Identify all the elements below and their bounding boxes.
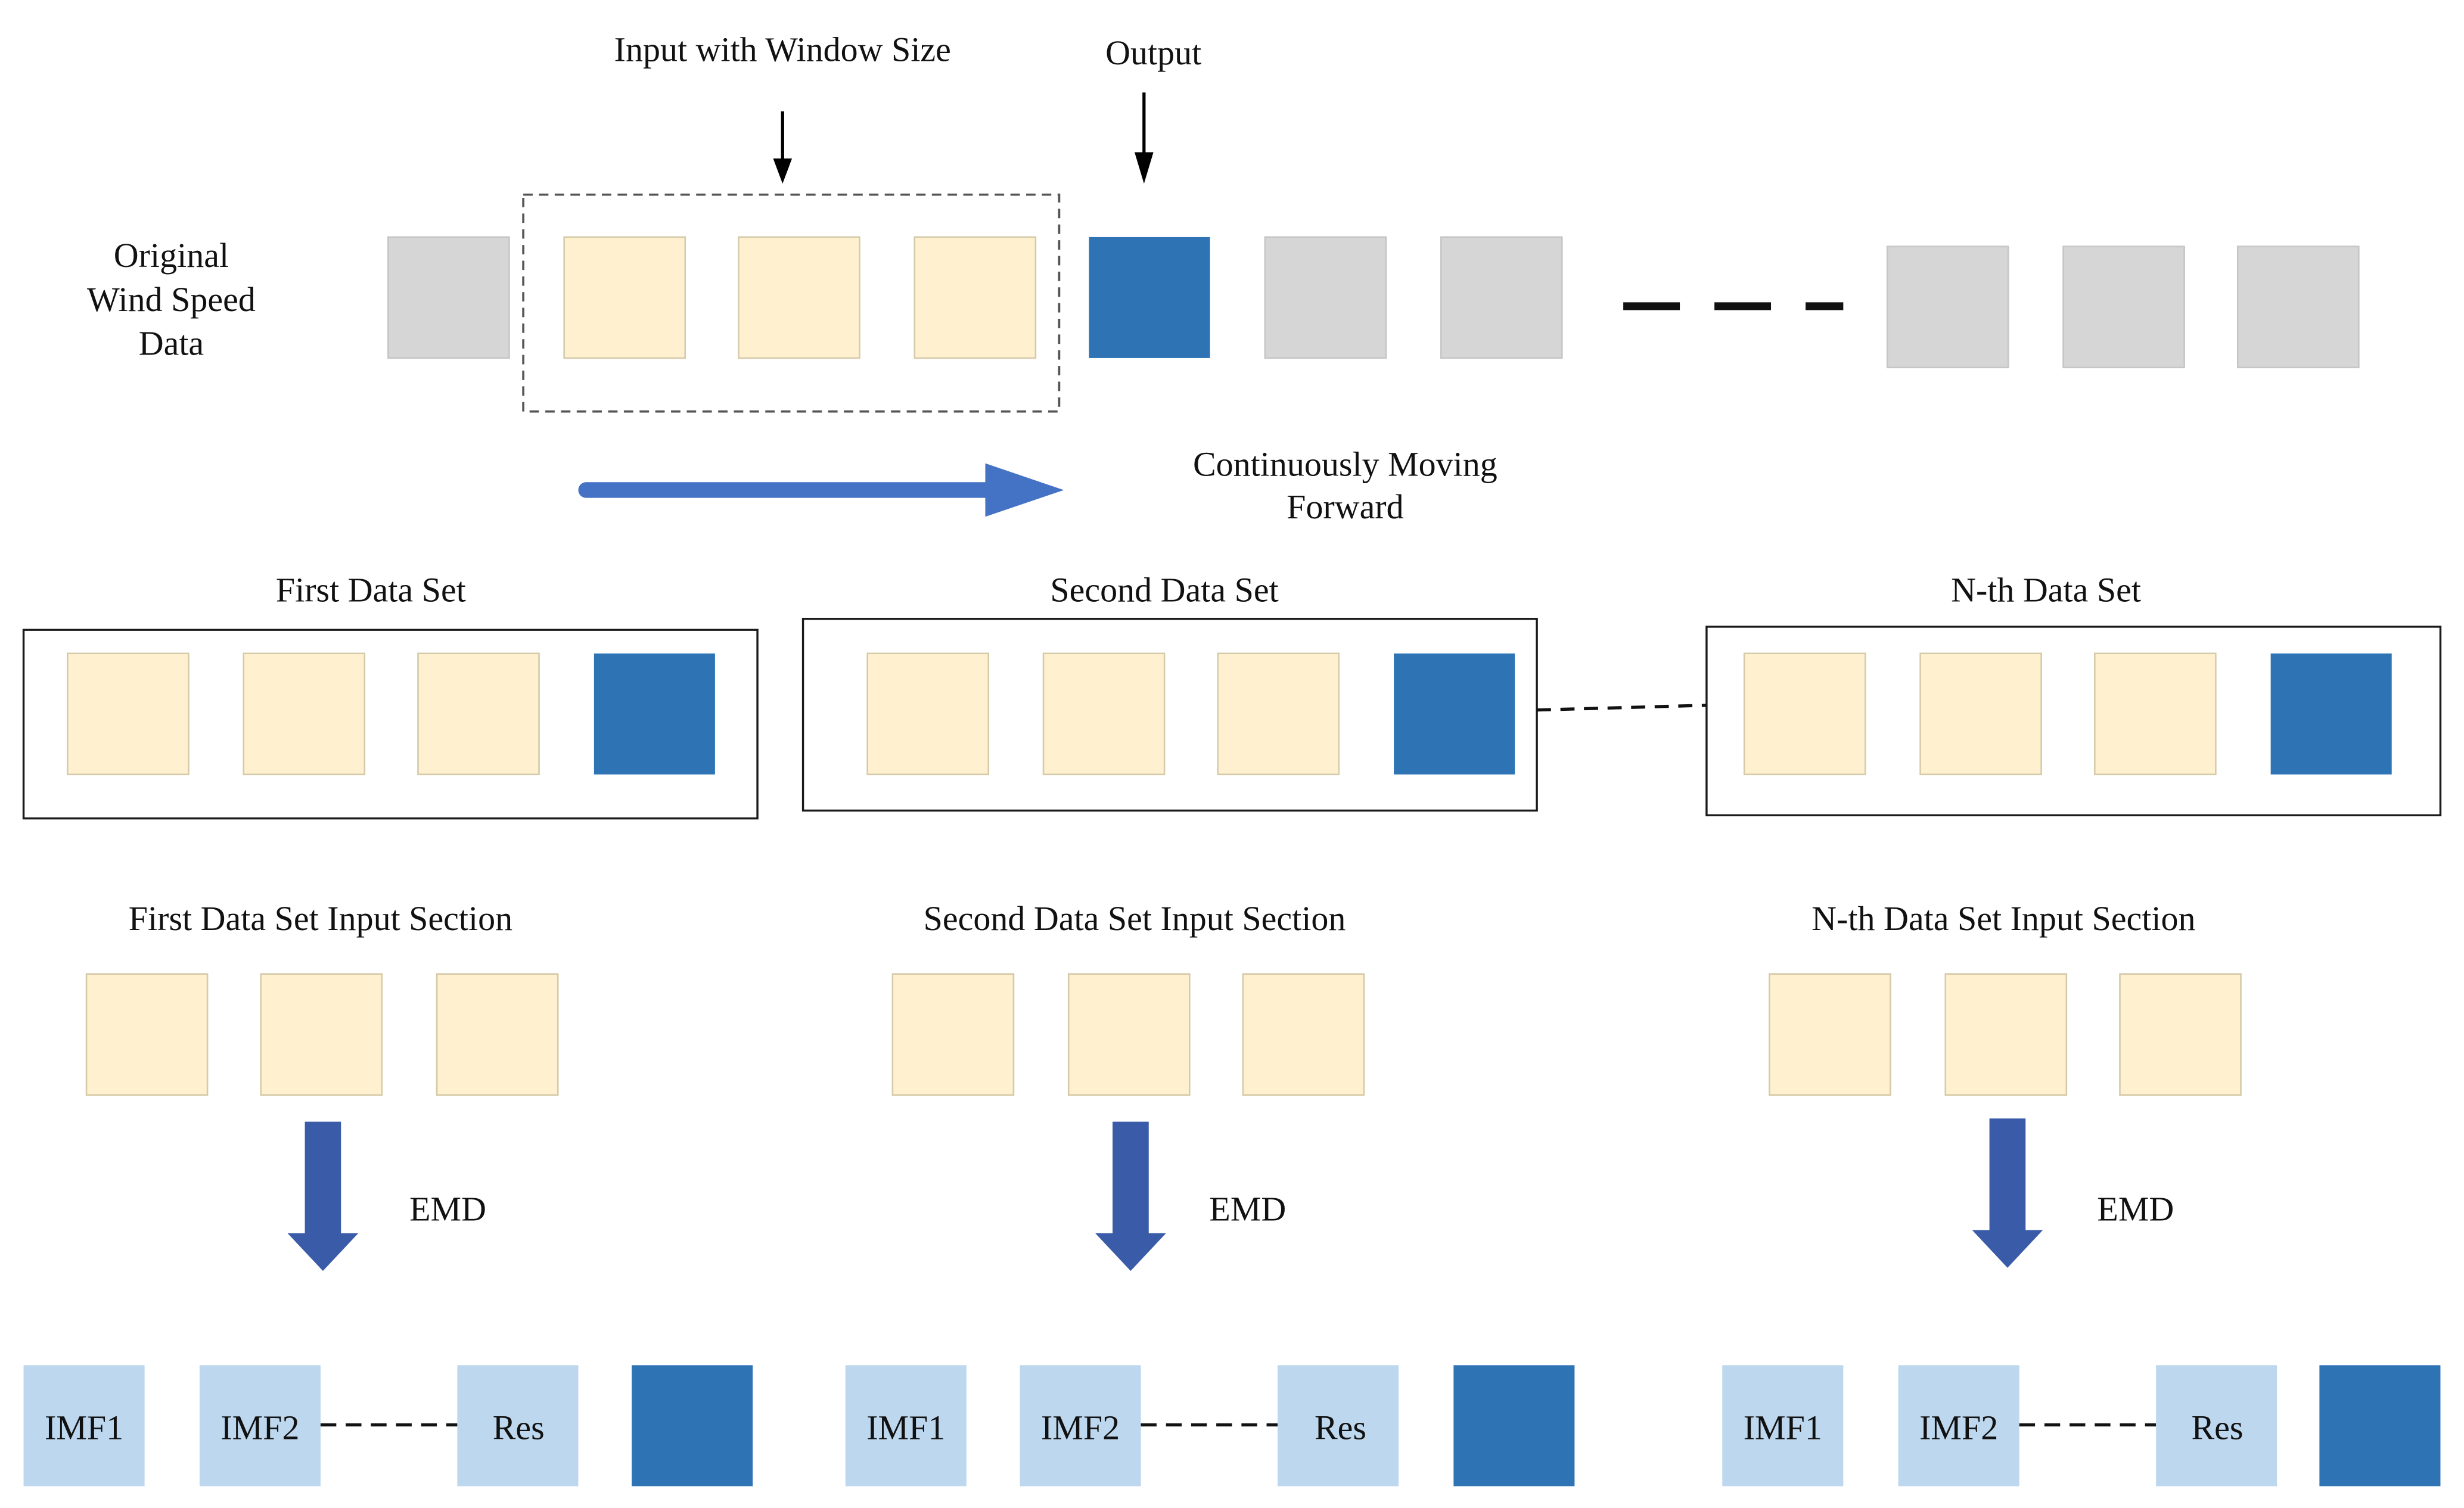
target-output-tile [2319,1365,2441,1487]
dataset-output-tile [2270,653,2392,775]
moving-forward-arrowhead [985,463,1064,517]
imf1-label: IMF1 [866,1408,945,1447]
nth-input-section [1769,973,2242,1096]
emd-label: EMD [409,1190,486,1229]
input-section-tile [260,973,383,1096]
input-section-tile [2119,973,2242,1096]
res-label: Res [493,1408,545,1447]
imf1-tile [1722,1365,1844,1487]
nth-decomposition-row: IMF1 IMF2 Res [1722,1365,2441,1487]
series-tile-input [913,236,1037,359]
imf2-tile [1898,1365,2019,1487]
dataset-input-tile [1042,652,1166,776]
series-label-line1: Original [114,236,229,275]
moving-label-line2: Forward [1287,487,1404,526]
imf1-tile [845,1365,967,1487]
target-output-tile [632,1365,753,1487]
dataset-output-tile [594,653,715,775]
first-decomposition-row: IMF1 IMF2 Res [23,1365,753,1487]
first-input-section-label: First Data Set Input Section [129,899,512,938]
dataset-input-tile [866,652,990,776]
imf2-tile [199,1365,321,1487]
series-tile-gray [2062,245,2185,369]
series-tile-output [1089,237,1210,358]
imf1-tile [23,1365,145,1487]
input-window-label: Input with Window Size [614,30,951,69]
moving-label-line1: Continuously Moving [1193,445,1497,484]
dataset-input-tile [243,652,366,776]
res-tile [457,1365,579,1487]
series-tile-gray [1264,236,1387,359]
dataset-frame [1705,626,2442,817]
input-section-tile [1242,973,1365,1096]
second-dataset-label: Second Data Set [1050,571,1278,610]
first-input-section [85,973,559,1096]
imf1-label: IMF1 [45,1408,123,1447]
imf2-label: IMF2 [1041,1408,1120,1447]
res-label: Res [1315,1408,1366,1447]
target-output-tile [1453,1365,1575,1487]
dataset-input-tile [1919,652,2042,776]
second-decomposition-row: IMF1 IMF2 Res [845,1365,1575,1487]
emd-label: EMD [1209,1190,1286,1229]
series-tile-input [563,236,686,359]
imf2-label: IMF2 [220,1408,299,1447]
series-label-line2: Wind Speed [87,280,256,319]
res-tile [1277,1365,1399,1487]
input-section-tile [1769,973,1891,1096]
dataset-connector-dashes [1537,704,1707,712]
original-series [387,236,2360,369]
nth-dataset-box [1705,626,2442,817]
dataset-input-tile [2093,652,2217,776]
series-tile-gray [1440,236,1563,359]
emd-down-arrow [1095,1121,1166,1271]
res-tile [2156,1365,2277,1487]
input-section-tile [1067,973,1191,1096]
imf1-label: IMF1 [1744,1408,1822,1447]
series-tile-gray [2236,245,2360,369]
dataset-frame [22,629,759,820]
emd-down-arrow [287,1121,359,1271]
input-section-tile [891,973,1015,1096]
dataset-input-tile [1217,652,1340,776]
imf2-label: IMF2 [1919,1408,1998,1447]
second-dataset-box [801,617,1538,812]
dataset-frame [801,617,1538,812]
emd-label: EMD [2097,1190,2174,1229]
output-label: Output [1105,33,1201,72]
output-arrowhead [1134,152,1154,184]
series-tile-gray [1886,245,2009,369]
input-section-tile [436,973,559,1096]
emd-down-arrow [1972,1118,2043,1268]
series-tile-gray [387,236,510,359]
dataset-input-tile [1743,652,1866,776]
input-window-frame [522,193,1061,413]
res-label: Res [2191,1408,2243,1447]
second-input-section-label: Second Data Set Input Section [924,899,1346,938]
second-input-section [891,973,1365,1096]
dataset-input-tile [417,652,540,776]
nth-dataset-label: N-th Data Set [1951,571,2141,610]
dataset-output-tile [1394,653,1515,775]
first-dataset-box [22,629,759,820]
dataset-input-tile [67,652,189,776]
input-window-arrowhead [773,158,793,184]
input-section-tile [1944,973,2068,1096]
imf2-tile [1020,1365,1141,1487]
series-label-line3: Data [139,324,204,363]
series-tile-input [738,236,860,359]
input-section-tile [85,973,209,1096]
first-dataset-label: First Data Set [276,571,466,610]
nth-input-section-label: N-th Data Set Input Section [1812,899,2195,938]
